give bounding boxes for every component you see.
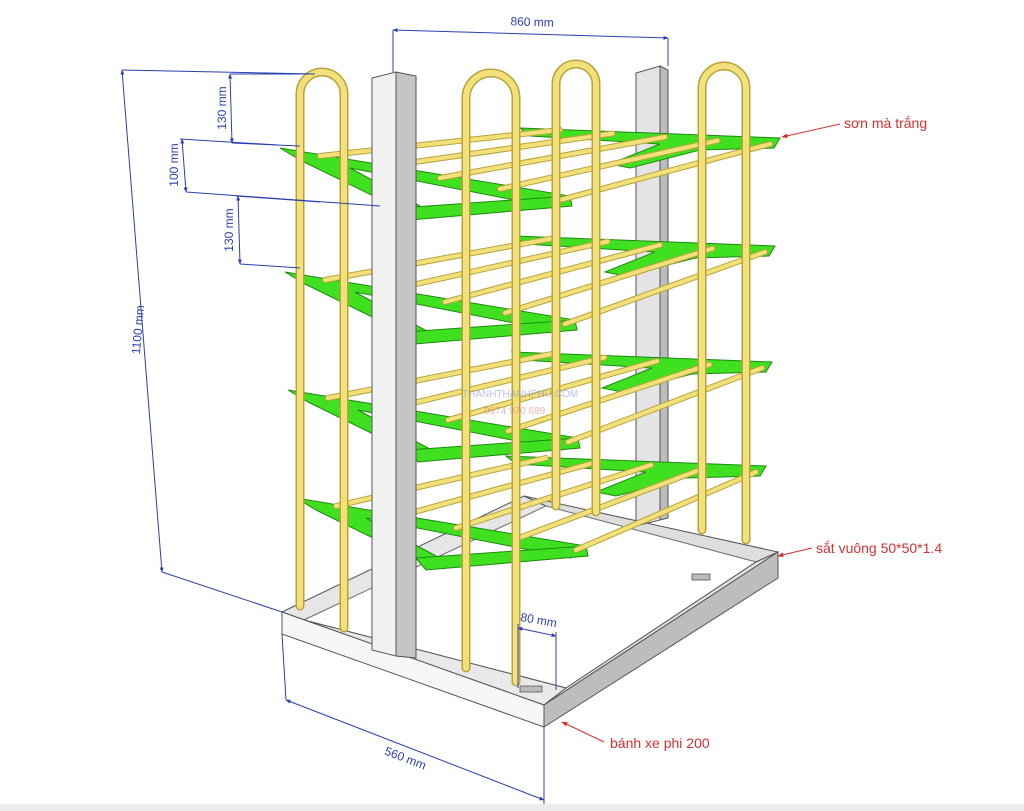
shelf-rod: [574, 470, 758, 552]
shelf-rod: [318, 128, 562, 158]
shelf-rod: [386, 355, 607, 411]
shelf-rod: [498, 138, 720, 191]
u-rod-2: [463, 70, 519, 685]
dim-gap-line: [236, 195, 242, 265]
dim-gap-ext-1: [235, 195, 321, 203]
shelf-levels: [279, 127, 781, 571]
dim-depth-label: 560 mm: [383, 744, 428, 773]
dim-width-label: 860 mm: [510, 14, 554, 30]
dimension-labels: 860 mm 1100 mm 130 mm 100 mm 130 mm 560 …: [129, 14, 558, 772]
shelf-level-4: [295, 455, 767, 571]
callout-paint-leader: [781, 123, 841, 139]
u-rods: [295, 59, 751, 687]
bottom-strip: [0, 804, 1024, 811]
base-frame: [280, 495, 780, 728]
dim-height-ext-top: [121, 69, 316, 75]
shelf-beam-front: [403, 319, 578, 345]
watermark-phone: 0974 970 689: [484, 406, 546, 417]
dim-topgap-line: [228, 73, 234, 144]
base-bracket-2: [691, 573, 711, 581]
shelf-rod: [334, 456, 548, 508]
dim-topgap-label: 130 mm: [215, 86, 229, 129]
callout-frame-label: sắt vuông 50*50*1.4: [816, 540, 942, 556]
shelf-rod: [378, 131, 615, 169]
dim-height-label: 1100 mm: [129, 305, 147, 355]
shelf-beam-front: [414, 545, 589, 571]
dim-width-line: [392, 28, 669, 40]
callout-wheel-label: bánh xe phi 200: [610, 735, 710, 751]
shelf-rod: [394, 459, 601, 519]
u-rod-1: [297, 69, 347, 631]
dimensions: [120, 28, 669, 805]
dim-depth-line: [285, 699, 545, 801]
dim-offset-label: 80 mm: [519, 610, 558, 630]
callouts: sơn mà trắng sắt vuông 50*50*1.4 bánh xe…: [561, 115, 942, 751]
shelf-rod: [383, 239, 610, 293]
dim-shelf-line: [180, 138, 188, 193]
u-rod-3: [553, 61, 599, 515]
watermark: THANHTHANHPHU.COM 0974 970 689: [462, 389, 578, 417]
dim-shelf-label: 100 mm: [167, 143, 181, 186]
dim-offset-line: [517, 626, 557, 638]
dim-gap-ext-2: [239, 263, 301, 269]
shelf-rod: [503, 246, 715, 315]
callout-wheel-leader: [561, 721, 605, 743]
dim-shelf-ext-1: [179, 138, 279, 146]
base-bracket-1: [519, 685, 543, 693]
front-post: [371, 71, 417, 659]
callout-frame-leader: [777, 547, 813, 558]
shelf-beam-front: [398, 195, 573, 221]
u-rod-4: [699, 63, 749, 543]
dim-gap-label: 130 mm: [222, 208, 236, 251]
shelf-rod: [506, 362, 712, 433]
dim-height-line: [120, 69, 164, 573]
dim-height-ext-bottom: [161, 571, 283, 613]
callout-paint-label: sơn mà trắng: [844, 115, 927, 131]
dim-depth-ext-left: [281, 633, 287, 701]
shelf-rod: [514, 466, 706, 541]
watermark-site: THANHTHANHPHU.COM: [462, 389, 578, 400]
